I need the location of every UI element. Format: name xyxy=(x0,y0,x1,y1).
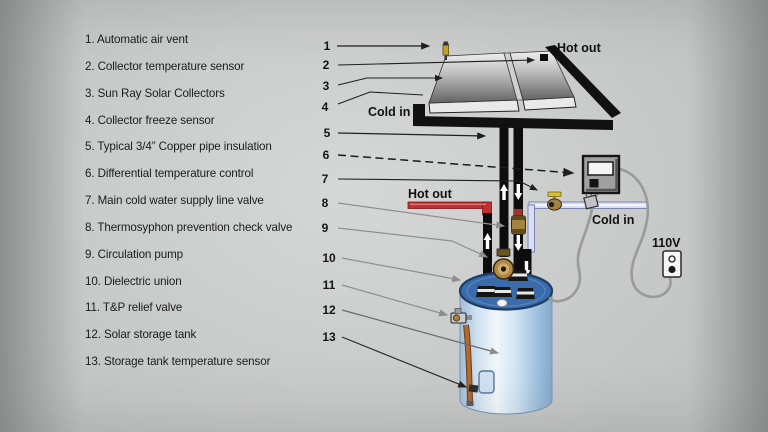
leader-6 xyxy=(337,154,575,177)
leader-13 xyxy=(341,336,468,388)
legend-item: 12. Solar storage tank xyxy=(85,328,197,342)
tank-access-panel xyxy=(478,370,495,394)
legend-item: 6. Differential temperature control xyxy=(85,167,254,181)
legend-item: 8. Thermosyphon prevention check valve xyxy=(85,220,293,234)
solar-return-pipe xyxy=(513,122,523,270)
callout-13: 13 xyxy=(322,330,336,344)
legend-item: 2. Collector temperature sensor xyxy=(85,59,245,73)
callout-11: 11 xyxy=(323,278,336,292)
legend-item: 7. Main cold water supply line valve xyxy=(85,194,264,208)
legend-list: 1. Automatic air vent 2. Collector tempe… xyxy=(85,33,320,382)
callout-numbers: 1 2 3 4 5 6 7 8 9 10 11 12 13 xyxy=(322,39,336,344)
callout-8: 8 xyxy=(322,196,329,210)
leader-4 xyxy=(337,91,424,105)
roof-mount-bar xyxy=(413,45,621,130)
legend-item: 3. Sun Ray Solar Collectors xyxy=(85,86,225,100)
leader-5 xyxy=(337,132,487,140)
leader-12 xyxy=(341,309,500,355)
check-valve-icon xyxy=(511,215,526,235)
differential-control-unit xyxy=(581,154,621,195)
label-cold-in-top: Cold in xyxy=(368,105,410,119)
callout-9: 9 xyxy=(322,221,329,235)
leader-10 xyxy=(341,257,462,283)
legend-item: 1. Automatic air vent xyxy=(85,33,188,46)
label-hot-out-tank: Hot out xyxy=(408,187,453,201)
control-button xyxy=(589,179,599,188)
legend-item: 10. Dielectric union xyxy=(85,274,182,288)
callout-7: 7 xyxy=(322,172,329,186)
label-hot-out-top: Hot out xyxy=(557,41,602,55)
label-outlet-voltage: 110V xyxy=(652,236,681,250)
legend-item: 4. Collector freeze sensor xyxy=(85,113,215,127)
leader-2 xyxy=(337,56,536,66)
leader-3 xyxy=(337,74,444,86)
collector-temp-sensor-icon xyxy=(540,54,548,61)
legend-item: 13. Storage tank temperature sensor xyxy=(85,355,271,369)
callout-6: 6 xyxy=(323,148,330,162)
power-outlet-icon xyxy=(662,250,682,278)
callout-3: 3 xyxy=(323,79,330,93)
dielectric-unions xyxy=(476,270,535,307)
collector-right-panel xyxy=(509,50,575,101)
pipe-sensor-clamp-icon xyxy=(583,193,599,210)
legend-item: 11. T&P relief valve xyxy=(85,301,183,315)
leader-11 xyxy=(341,284,449,317)
legend-item: 5. Typical 3/4” Copper pipe insulation xyxy=(85,140,272,154)
copper-drain-pipe xyxy=(463,324,479,406)
callout-5: 5 xyxy=(324,126,331,140)
circulation-pump-icon xyxy=(492,248,515,280)
label-cold-in-supply: Cold in xyxy=(592,213,634,227)
tp-relief-valve-icon xyxy=(450,308,472,324)
callout-4: 4 xyxy=(322,100,329,114)
leader-lines xyxy=(337,42,575,388)
leader-7 xyxy=(337,178,538,191)
solar-collector-assembly xyxy=(428,41,577,114)
leader-8 xyxy=(337,202,506,229)
callout-2: 2 xyxy=(323,58,330,72)
callout-10: 10 xyxy=(322,251,336,265)
air-vent-icon xyxy=(442,41,449,60)
legend-item: 9. Circulation pump xyxy=(85,247,183,261)
callout-12: 12 xyxy=(322,303,336,317)
leader-9 xyxy=(337,227,489,258)
callout-1: 1 xyxy=(324,39,331,53)
cold-supply-valve-icon xyxy=(547,191,562,211)
control-display xyxy=(587,161,614,176)
